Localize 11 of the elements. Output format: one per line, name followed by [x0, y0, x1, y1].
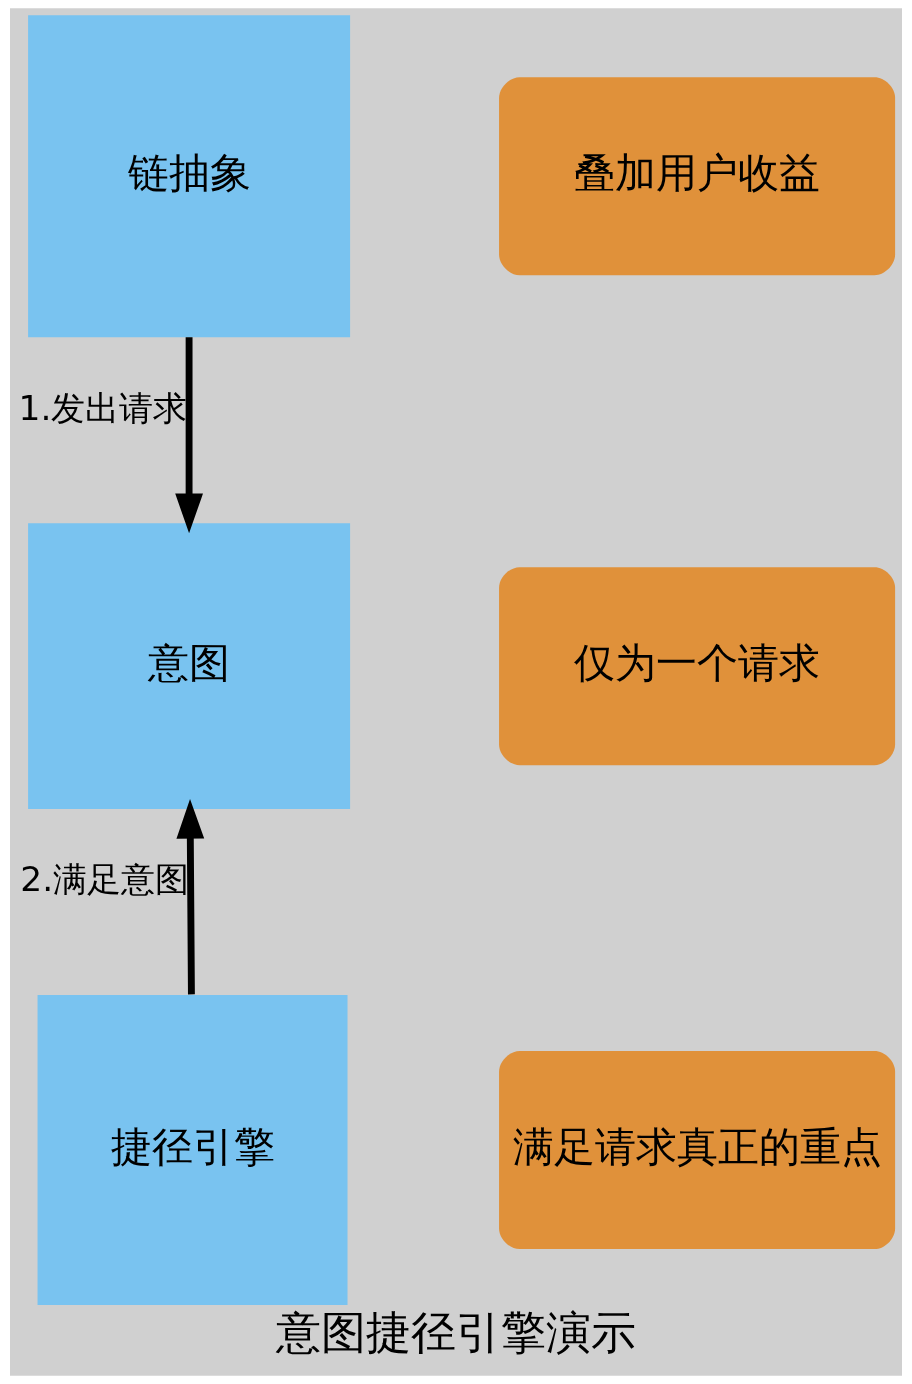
node-box: 意图: [28, 523, 351, 810]
caption: 意图捷径引擎演示: [276, 1305, 636, 1359]
arrow: [176, 799, 205, 995]
edge-label: 1.发出请求: [18, 388, 188, 429]
node-box: 满足请求真正的重点: [499, 1051, 896, 1250]
arrow: [175, 337, 203, 534]
node-box: 仅为一个请求: [499, 567, 896, 766]
node-box: 链抽象: [28, 15, 351, 338]
edge-label: 2.满足意图: [20, 859, 190, 900]
node-box: 叠加用户收益: [499, 77, 896, 276]
node-box: 捷径引擎: [37, 995, 348, 1306]
